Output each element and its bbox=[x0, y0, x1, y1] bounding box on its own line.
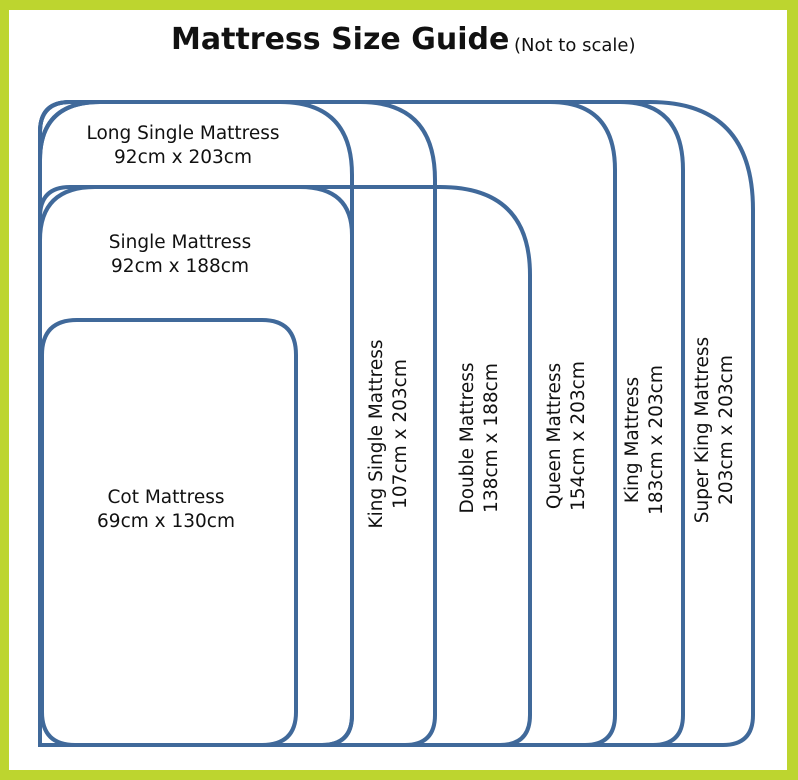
mattress-name: King Mattress bbox=[622, 376, 643, 504]
cot-outline bbox=[40, 318, 298, 747]
queen-label: Queen Mattress 154cm x 203cm bbox=[543, 361, 591, 511]
double-label: Double Mattress 138cm x 188cm bbox=[456, 362, 504, 513]
super-king-label: Super King Mattress 203cm x 203cm bbox=[691, 337, 739, 523]
mattress-size: 203cm x 203cm bbox=[716, 355, 737, 505]
king-label: King Mattress 183cm x 203cm bbox=[621, 365, 669, 515]
mattress-size: 183cm x 203cm bbox=[646, 365, 667, 515]
mattress-name: Long Single Mattress bbox=[86, 123, 280, 144]
page-title: Mattress Size Guide bbox=[171, 22, 510, 57]
king-single-label: King Single Mattress 107cm x 203cm bbox=[365, 339, 413, 528]
mattress-size: 92cm x 203cm bbox=[114, 147, 252, 168]
single-label: Single Mattress 92cm x 188cm bbox=[109, 231, 251, 279]
mattress-size: 92cm x 188cm bbox=[111, 256, 249, 277]
diagram-canvas bbox=[9, 10, 787, 770]
mattress-size: 154cm x 203cm bbox=[568, 361, 589, 511]
subtitle: (Not to scale) bbox=[514, 35, 636, 56]
single-outline bbox=[38, 185, 354, 747]
long-single-outline bbox=[38, 100, 354, 747]
queen-outline bbox=[38, 100, 617, 747]
mattress-name: Super King Mattress bbox=[692, 336, 713, 524]
cot-label: Cot Mattress 69cm x 130cm bbox=[97, 486, 235, 534]
mattress-name: Double Mattress bbox=[457, 362, 478, 514]
mattress-name: Single Mattress bbox=[108, 232, 252, 253]
mattress-size: 107cm x 203cm bbox=[390, 359, 411, 509]
mattress-name: King Single Mattress bbox=[366, 339, 387, 529]
mattress-size: 69cm x 130cm bbox=[97, 511, 235, 532]
mattress-name: Queen Mattress bbox=[544, 362, 565, 510]
mattress-size: 138cm x 188cm bbox=[481, 363, 502, 513]
double-outline bbox=[38, 185, 532, 747]
mattress-name: Cot Mattress bbox=[107, 487, 225, 508]
long-single-label: Long Single Mattress 92cm x 203cm bbox=[86, 122, 279, 170]
